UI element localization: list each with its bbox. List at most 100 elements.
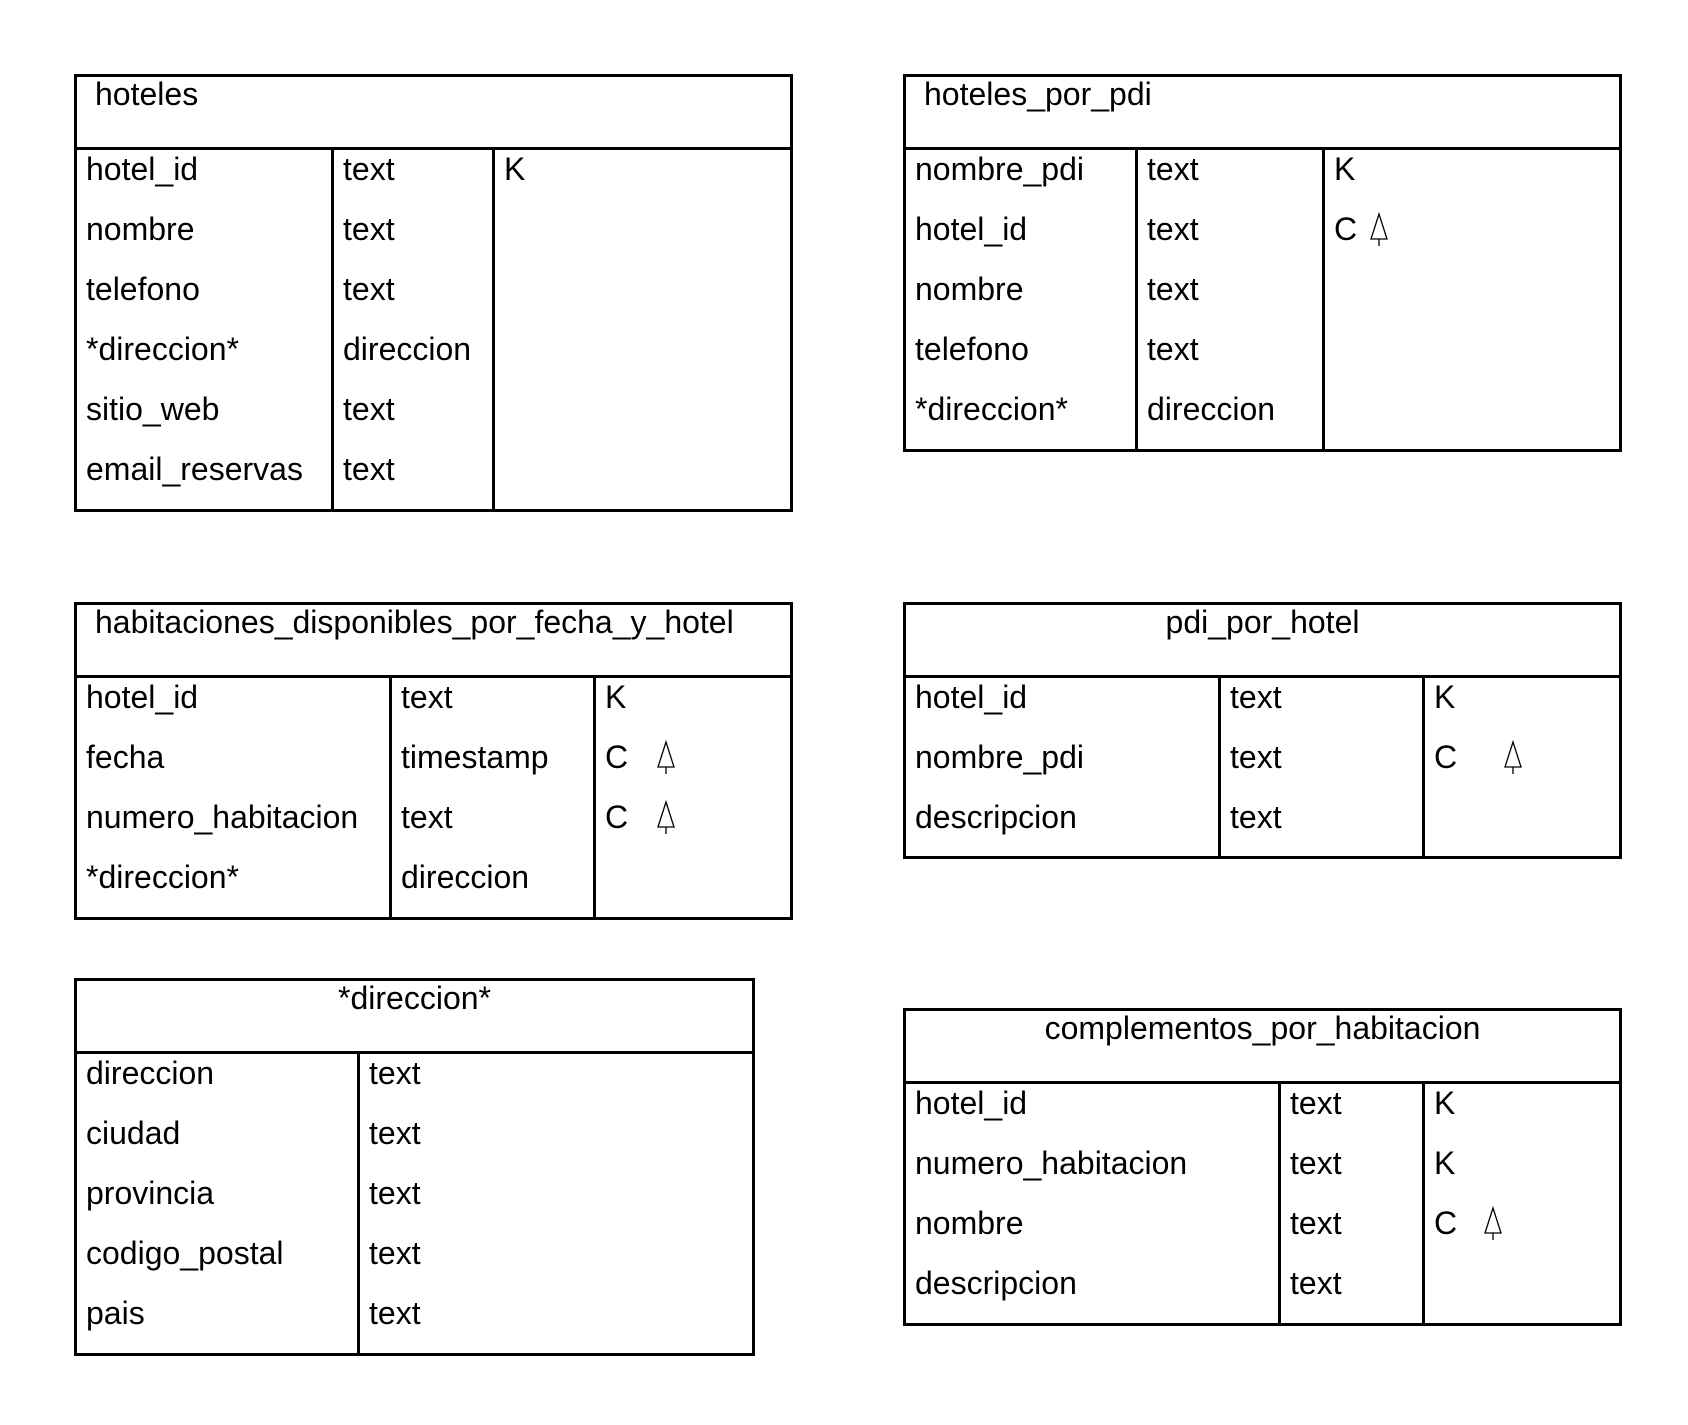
table-title: *direccion*	[77, 981, 752, 1054]
field-name: descripcion	[915, 799, 1077, 835]
field-type: text	[1290, 1205, 1342, 1241]
field-type: text	[343, 271, 395, 307]
field-name: hotel_id	[86, 151, 199, 187]
column-keys: K C	[1322, 147, 1619, 449]
field-type: direccion	[401, 859, 530, 895]
column-names: hotel_id fecha numero_habitacion *direcc…	[77, 675, 389, 917]
key-marker: C	[1425, 737, 1619, 797]
field-name: descripcion	[915, 1265, 1077, 1301]
field-name: codigo_postal	[86, 1235, 284, 1271]
field-name: fecha	[86, 739, 165, 775]
field-type: text	[343, 391, 395, 427]
field-type: text	[1147, 271, 1199, 307]
field-name: *direccion*	[915, 391, 1068, 427]
ascending-arrow-icon	[1368, 209, 1390, 249]
field-name: hotel_id	[915, 211, 1028, 247]
key-marker: K	[596, 677, 790, 737]
field-name: ciudad	[86, 1115, 181, 1151]
key-letter: C	[1434, 1205, 1458, 1241]
table-title: pdi_por_hotel	[906, 605, 1619, 678]
ascending-arrow-icon	[655, 737, 677, 777]
column-names: hotel_id nombre telefono *direccion* sit…	[77, 147, 331, 509]
field-type: text	[1147, 331, 1199, 367]
field-name: *direccion*	[86, 859, 239, 895]
field-name: telefono	[86, 271, 200, 307]
field-name: nombre_pdi	[915, 151, 1084, 187]
ascending-arrow-icon	[655, 797, 677, 837]
field-name: hotel_id	[86, 679, 199, 715]
field-type: text	[369, 1175, 421, 1211]
field-name: nombre_pdi	[915, 739, 1084, 775]
key-marker: K	[1325, 149, 1619, 209]
table-hoteles: hoteles hotel_id nombre telefono *direcc…	[74, 74, 793, 512]
field-name: direccion	[86, 1055, 215, 1091]
column-names: nombre_pdi hotel_id nombre telefono *dir…	[906, 147, 1135, 449]
field-type: text	[369, 1295, 421, 1331]
field-name: nombre	[915, 1205, 1024, 1241]
field-type: text	[369, 1235, 421, 1271]
key-marker: C	[596, 797, 790, 857]
column-types: text timestamp text direccion	[389, 675, 593, 917]
key-letter: C	[605, 739, 629, 775]
key-letter: K	[1434, 679, 1456, 715]
field-name: provincia	[86, 1175, 215, 1211]
field-type: text	[401, 799, 453, 835]
field-type: text	[1290, 1265, 1342, 1301]
field-type: text	[1290, 1085, 1342, 1121]
key-marker: C	[1425, 1203, 1619, 1263]
column-keys: K C C	[593, 675, 790, 917]
table-title: habitaciones_disponibles_por_fecha_y_hot…	[77, 605, 790, 678]
ascending-arrow-icon	[1502, 737, 1524, 777]
column-types: text text text text direccion	[1135, 147, 1322, 449]
table-title: hoteles_por_pdi	[906, 77, 1619, 150]
table-title: hoteles	[77, 77, 790, 150]
key-letter: K	[1334, 151, 1356, 187]
ascending-arrow-icon	[1482, 1203, 1504, 1243]
column-types: text text text	[1218, 675, 1422, 856]
table-direccion: *direccion* direccion ciudad provincia c…	[74, 978, 755, 1356]
field-name: hotel_id	[915, 679, 1028, 715]
key-letter: C	[605, 799, 629, 835]
column-names: hotel_id nombre_pdi descripcion	[906, 675, 1218, 856]
field-type: text	[1147, 151, 1199, 187]
key-marker: C	[1325, 209, 1619, 269]
key-letter: K	[605, 679, 627, 715]
key-letter: K	[1434, 1085, 1456, 1121]
field-name: hotel_id	[915, 1085, 1028, 1121]
key-letter: C	[1434, 739, 1458, 775]
table-pdi-por-hotel: pdi_por_hotel hotel_id nombre_pdi descri…	[903, 602, 1622, 859]
key-marker: C	[596, 737, 790, 797]
table-habitaciones-disponibles: habitaciones_disponibles_por_fecha_y_hot…	[74, 602, 793, 920]
key-letter: K	[1434, 1145, 1456, 1181]
field-type: text	[369, 1115, 421, 1151]
column-keys: K K C	[1422, 1081, 1619, 1323]
field-name: nombre	[86, 211, 195, 247]
column-names: hotel_id numero_habitacion nombre descri…	[906, 1081, 1278, 1323]
field-name: *direccion*	[86, 331, 239, 367]
key-marker: K	[1425, 677, 1619, 737]
key-letter: C	[1334, 211, 1358, 247]
field-type: text	[343, 151, 395, 187]
column-types: text text text direccion text text	[331, 147, 492, 509]
key-marker: K	[1425, 1143, 1619, 1203]
field-name: numero_habitacion	[86, 799, 359, 835]
column-keys: K	[492, 147, 790, 509]
field-type: timestamp	[401, 739, 549, 775]
field-name: email_reservas	[86, 451, 303, 487]
table-title: complementos_por_habitacion	[906, 1011, 1619, 1084]
field-type: text	[1230, 739, 1282, 775]
table-complementos-por-habitacion: complementos_por_habitacion hotel_id num…	[903, 1008, 1622, 1326]
column-types: text text text text text	[357, 1051, 752, 1353]
key-letter: K	[504, 151, 526, 187]
field-type: direccion	[1147, 391, 1276, 427]
field-type: text	[343, 211, 395, 247]
key-marker: K	[1425, 1083, 1619, 1143]
field-name: nombre	[915, 271, 1024, 307]
field-name: sitio_web	[86, 391, 220, 427]
field-type: text	[343, 451, 395, 487]
field-type: text	[1147, 211, 1199, 247]
field-name: pais	[86, 1295, 145, 1331]
field-type: text	[1290, 1145, 1342, 1181]
field-type: text	[1230, 799, 1282, 835]
column-keys: K C	[1422, 675, 1619, 856]
